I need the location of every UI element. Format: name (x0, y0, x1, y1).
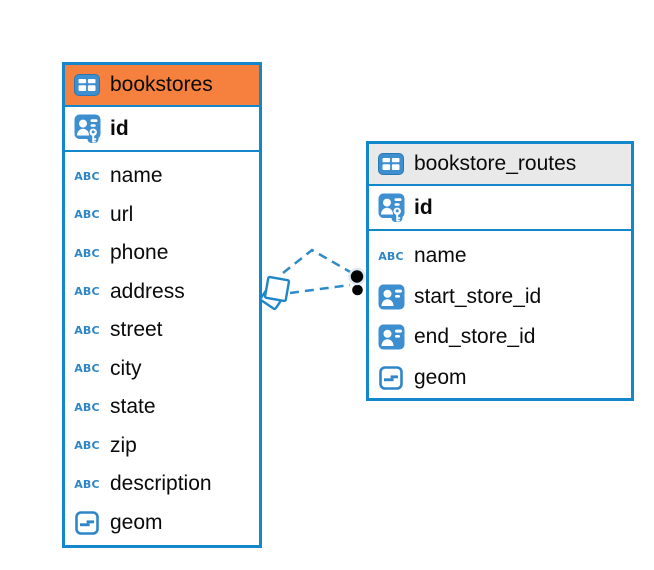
field-name: street (110, 318, 163, 342)
table-name: bookstore_routes (414, 152, 577, 175)
field-name: name (414, 244, 467, 268)
field-name: id (110, 116, 129, 140)
field-name: state (110, 395, 156, 419)
field-list: ABC name ABC url ABC phone ABC address A… (65, 152, 259, 544)
text-type-icon: ABC (74, 400, 100, 414)
text-type-icon: ABC (378, 249, 404, 263)
text-type-icon: ABC (74, 323, 100, 337)
table-icon (73, 72, 101, 98)
field-row[interactable]: ABC address (65, 273, 259, 312)
field-row[interactable]: ABC phone (65, 234, 259, 273)
text-type-icon: ABC (74, 285, 100, 299)
relationship-line-lower[interactable] (289, 283, 351, 295)
geometry-type-icon (73, 510, 101, 535)
text-type-icon: ABC (74, 208, 100, 222)
text-type-icon: ABC (74, 246, 100, 260)
field-row[interactable]: geom (65, 504, 259, 543)
field-row[interactable]: ABC url (65, 196, 259, 235)
field-name: description (110, 472, 212, 496)
primary-key-icon (73, 114, 101, 144)
table-name: bookstores (110, 73, 213, 96)
reference-icon (377, 284, 405, 310)
reference-icon (377, 324, 405, 350)
field-row[interactable]: ABC city (65, 350, 259, 389)
relationship-target-marker[interactable] (348, 267, 366, 296)
field-row[interactable]: ABC zip (65, 427, 259, 466)
relationship-line-upper[interactable] (282, 248, 353, 275)
geometry-type-icon (377, 365, 405, 390)
primary-key-icon (377, 193, 405, 223)
field-name: city (110, 356, 142, 380)
table-bookstores-header[interactable]: bookstores (65, 65, 259, 107)
field-row[interactable]: ABC name (369, 236, 631, 277)
table-bookstore-routes-header[interactable]: bookstore_routes (369, 144, 631, 186)
text-type-icon: ABC (74, 439, 100, 453)
table-bookstores[interactable]: bookstores id (62, 62, 262, 548)
field-name: id (414, 195, 433, 219)
field-row[interactable]: ABC street (65, 311, 259, 350)
field-row[interactable]: end_store_id (369, 317, 631, 358)
field-name: name (110, 164, 163, 188)
field-row-id[interactable]: id (369, 186, 631, 231)
relationship-source-marker[interactable] (259, 275, 291, 311)
field-name: geom (110, 510, 163, 534)
text-type-icon: ABC (74, 477, 100, 491)
field-row[interactable]: start_store_id (369, 277, 631, 318)
field-name: end_store_id (414, 325, 536, 349)
field-name: phone (110, 241, 169, 265)
table-icon (377, 151, 405, 177)
text-type-icon: ABC (74, 362, 100, 376)
field-name: url (110, 202, 134, 226)
field-row[interactable]: ABC state (65, 388, 259, 427)
field-row-id[interactable]: id (65, 107, 259, 152)
field-name: start_store_id (414, 284, 542, 308)
field-row[interactable]: geom (369, 358, 631, 399)
field-name: address (110, 279, 185, 303)
field-name: geom (414, 365, 467, 389)
field-row[interactable]: ABC name (65, 157, 259, 196)
text-type-icon: ABC (74, 169, 100, 183)
field-list: ABC name start_store_id (369, 231, 631, 400)
field-name: zip (110, 433, 137, 457)
table-bookstore-routes[interactable]: bookstore_routes id (366, 141, 634, 401)
field-row[interactable]: ABC description (65, 465, 259, 504)
